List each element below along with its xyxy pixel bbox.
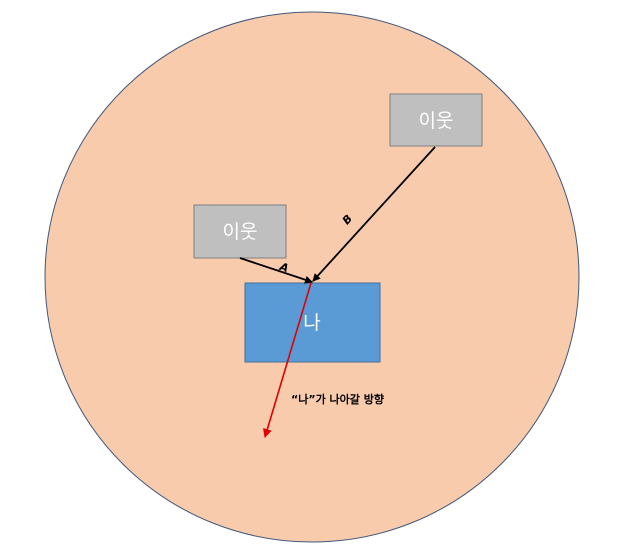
neighbor-left-label: 이웃 bbox=[223, 221, 258, 243]
neighbor-top-label: 이웃 bbox=[419, 110, 454, 132]
direction-arrow bbox=[262, 282, 312, 438]
direction-caption: “나”가 나아갈 방향 bbox=[291, 392, 384, 406]
neighborhood-circle bbox=[44, 11, 580, 543]
force-arrow-b bbox=[312, 146, 436, 282]
arrow-a-label: A bbox=[277, 260, 290, 275]
self-label: 나 bbox=[303, 312, 320, 334]
neighbor-box-top: 이웃 bbox=[389, 93, 483, 147]
self-box: 나 bbox=[244, 282, 381, 363]
neighbor-box-left: 이웃 bbox=[193, 204, 287, 259]
force-arrow-a bbox=[239, 257, 313, 284]
